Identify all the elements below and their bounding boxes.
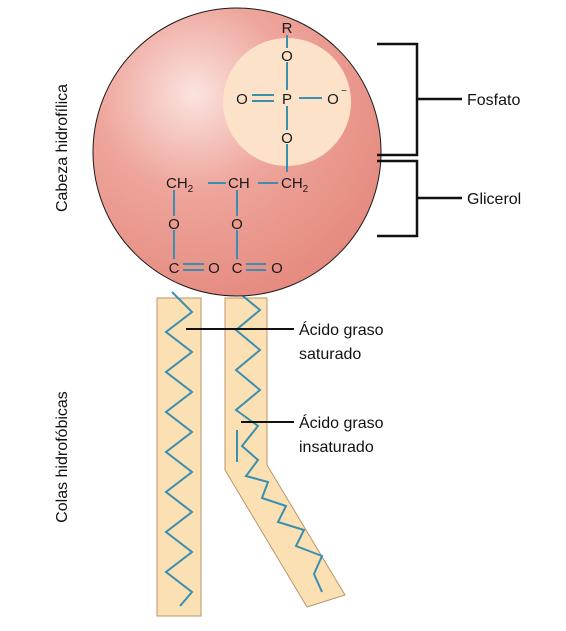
glycerol-ch2-left: CH2	[166, 175, 194, 195]
glycerol-ch-middle: CH	[228, 175, 250, 192]
hydrophobic-tails-label: Colas hidrofóbicas	[54, 391, 71, 523]
phosphate-charge: −	[341, 86, 347, 97]
glycerol-bracket	[377, 159, 462, 238]
phosphorus-atom: P	[282, 91, 292, 108]
phosphate-bracket	[377, 42, 462, 157]
unsaturated-label-line2: insaturado	[299, 439, 374, 456]
phosphate-oxygen-left: O	[236, 91, 248, 108]
carbonyl-carbon-left: C	[169, 260, 180, 277]
glycerol-ch2-right: CH2	[281, 175, 309, 195]
unsaturated-chain	[234, 291, 324, 593]
unsaturated-label-line1: Ácido graso	[299, 413, 384, 432]
phosphate-oxygen-top: O	[281, 48, 293, 65]
saturated-label-line2: saturado	[299, 346, 361, 363]
glycerol-label: Glicerol	[467, 191, 521, 208]
hydrophilic-head-label: Cabeza hidrofílica	[54, 84, 71, 212]
ester-oxygen-left: O	[168, 216, 180, 233]
phosphate-label: Fosfato	[467, 92, 520, 109]
r-group-label: R	[282, 20, 293, 37]
phosphate-bonds	[252, 35, 322, 172]
saturated-chain	[164, 291, 194, 607]
carbonyl-carbon-right: C	[232, 260, 243, 277]
carbonyl-oxygen-right: O	[271, 260, 283, 277]
glycerol-bonds	[173, 182, 278, 271]
unsaturated-tail-box	[224, 297, 346, 608]
phosphate-circle	[223, 38, 351, 166]
phosphate-oxygen-right: O	[327, 91, 339, 108]
saturated-label-line1: Ácido graso	[299, 320, 384, 339]
ester-oxygen-right: O	[231, 216, 243, 233]
carbonyl-oxygen-left: O	[208, 260, 220, 277]
phosphate-oxygen-bottom: O	[281, 130, 293, 147]
saturated-tail-box	[156, 297, 202, 617]
